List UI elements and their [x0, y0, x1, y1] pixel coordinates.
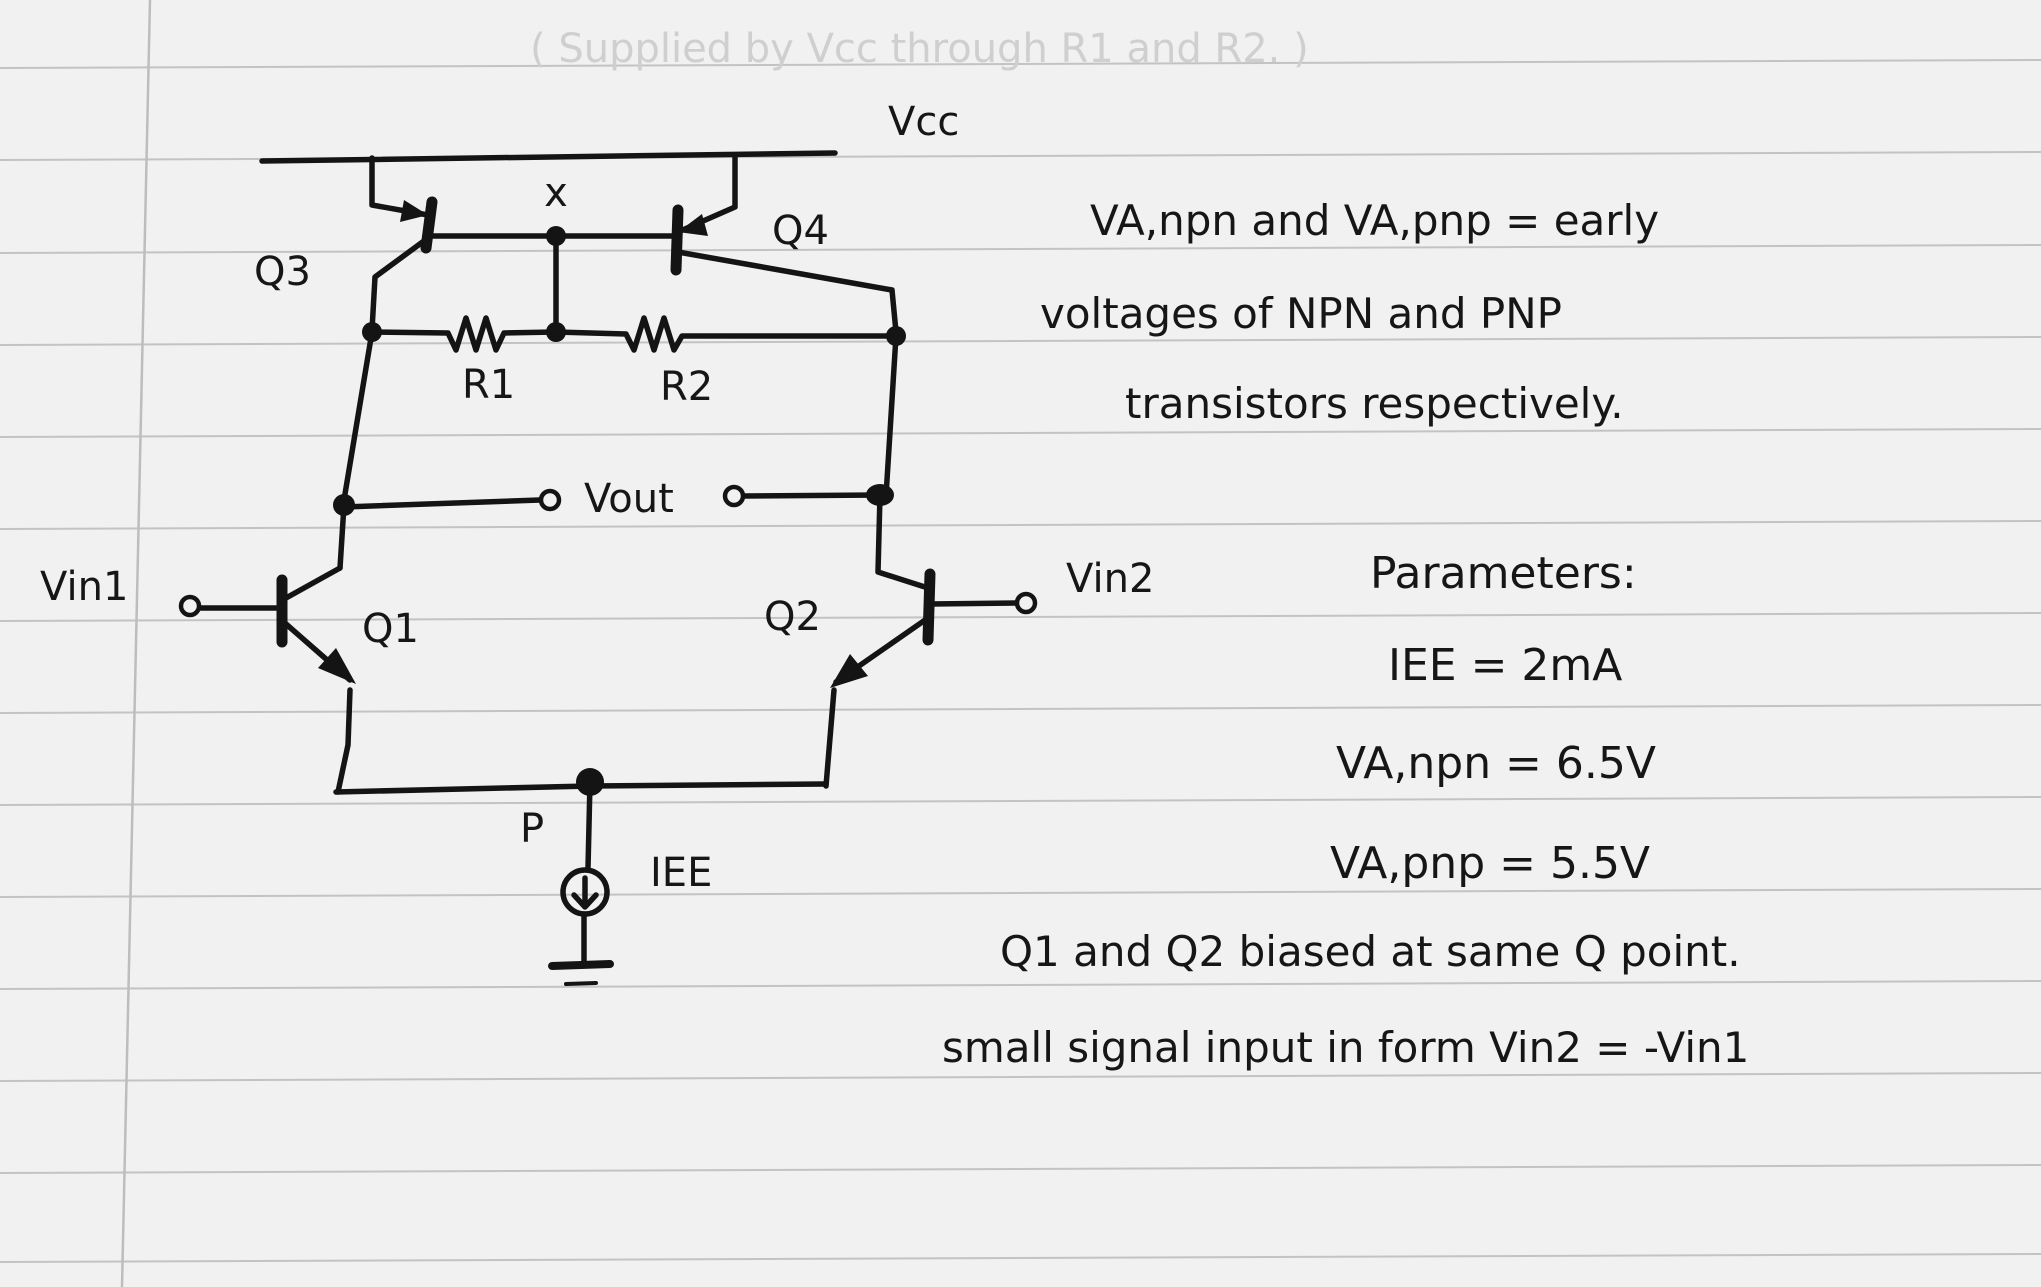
note-line-2: voltages of NPN and PNP — [1040, 289, 1562, 338]
vout-left-terminal — [538, 488, 562, 512]
resistor-r2 — [553, 315, 899, 353]
node-p-label: P — [520, 806, 544, 852]
transistor-q3 — [369, 155, 438, 333]
current-source-iee — [548, 779, 614, 986]
q2-label: Q2 — [764, 594, 821, 640]
vcc-rail — [259, 150, 838, 164]
iee-label: IEE — [650, 850, 712, 896]
note-line-1: VA,npn and VA,pnp = early — [1090, 196, 1659, 245]
footer-line-2: small signal input in form Vin2 = -Vin1 — [942, 1023, 1749, 1072]
vcc-label: Vcc — [888, 99, 959, 145]
margin-line — [120, 0, 152, 1287]
footer-line-1: Q1 and Q2 biased at same Q point. — [1000, 927, 1741, 976]
vin1-label: Vin1 — [40, 564, 128, 610]
r1-label: R1 — [462, 362, 515, 408]
q3-label: Q3 — [254, 249, 311, 295]
ruled-lines — [0, 59, 2041, 1263]
circuit-schematic: Vcc Q3 Q4 x R1 R2 — [40, 99, 1154, 986]
transistor-q1 — [178, 502, 356, 795]
node-x-label: x — [544, 170, 568, 216]
param-va-pnp: VA,pnp = 5.5V — [1330, 838, 1650, 889]
param-iee: IEE = 2mA — [1388, 640, 1622, 691]
early-voltage-note: VA,npn and VA,pnp = early voltages of NP… — [1040, 196, 1659, 428]
param-va-npn: VA,npn = 6.5V — [1336, 738, 1656, 789]
note-line-3: transistors respectively. — [1125, 379, 1624, 428]
vout-right-wire — [741, 492, 883, 499]
parameters-heading: Parameters: — [1370, 548, 1637, 599]
footer-notes: Q1 and Q2 biased at same Q point. small … — [942, 927, 1749, 1072]
q1-label: Q1 — [362, 606, 419, 652]
transistor-q4 — [670, 152, 899, 335]
transistor-q2 — [823, 492, 1038, 789]
vout-right-terminal — [722, 484, 746, 508]
header-note: ( Supplied by Vcc through R1 and R2. ) — [530, 26, 1309, 72]
vout-label: Vout — [584, 476, 674, 522]
r2-label: R2 — [660, 364, 713, 410]
right-collector-wire — [883, 333, 899, 499]
resistor-r1 — [369, 315, 559, 353]
q4-label: Q4 — [772, 208, 829, 254]
node-x-dot — [546, 226, 566, 246]
vout-left-wire — [341, 497, 543, 510]
parameters-block: Parameters: IEE = 2mA VA,npn = 6.5V VA,p… — [1330, 548, 1656, 889]
vin2-label: Vin2 — [1066, 556, 1154, 602]
r1-r2-node — [546, 322, 566, 342]
left-collector-wire — [341, 329, 375, 503]
